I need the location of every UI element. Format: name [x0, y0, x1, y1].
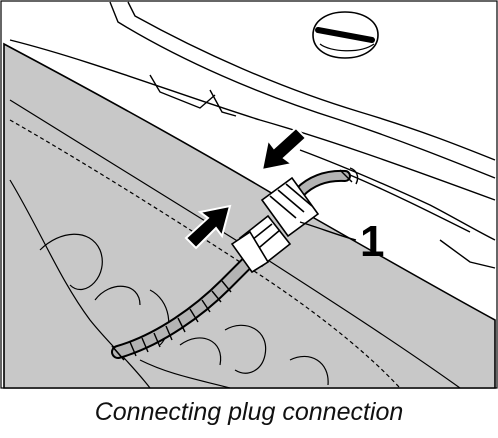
slotted-screw-icon	[312, 11, 379, 59]
callout-leader-line	[299, 221, 357, 241]
push-arrow-up-right-icon	[184, 204, 232, 250]
callout-number: 1	[360, 217, 385, 266]
body-contours-upper	[9, 1, 496, 269]
push-arrow-down-left-icon	[260, 126, 308, 172]
connector-plug	[230, 176, 320, 274]
figure-caption: Connecting plug connection	[94, 398, 404, 426]
